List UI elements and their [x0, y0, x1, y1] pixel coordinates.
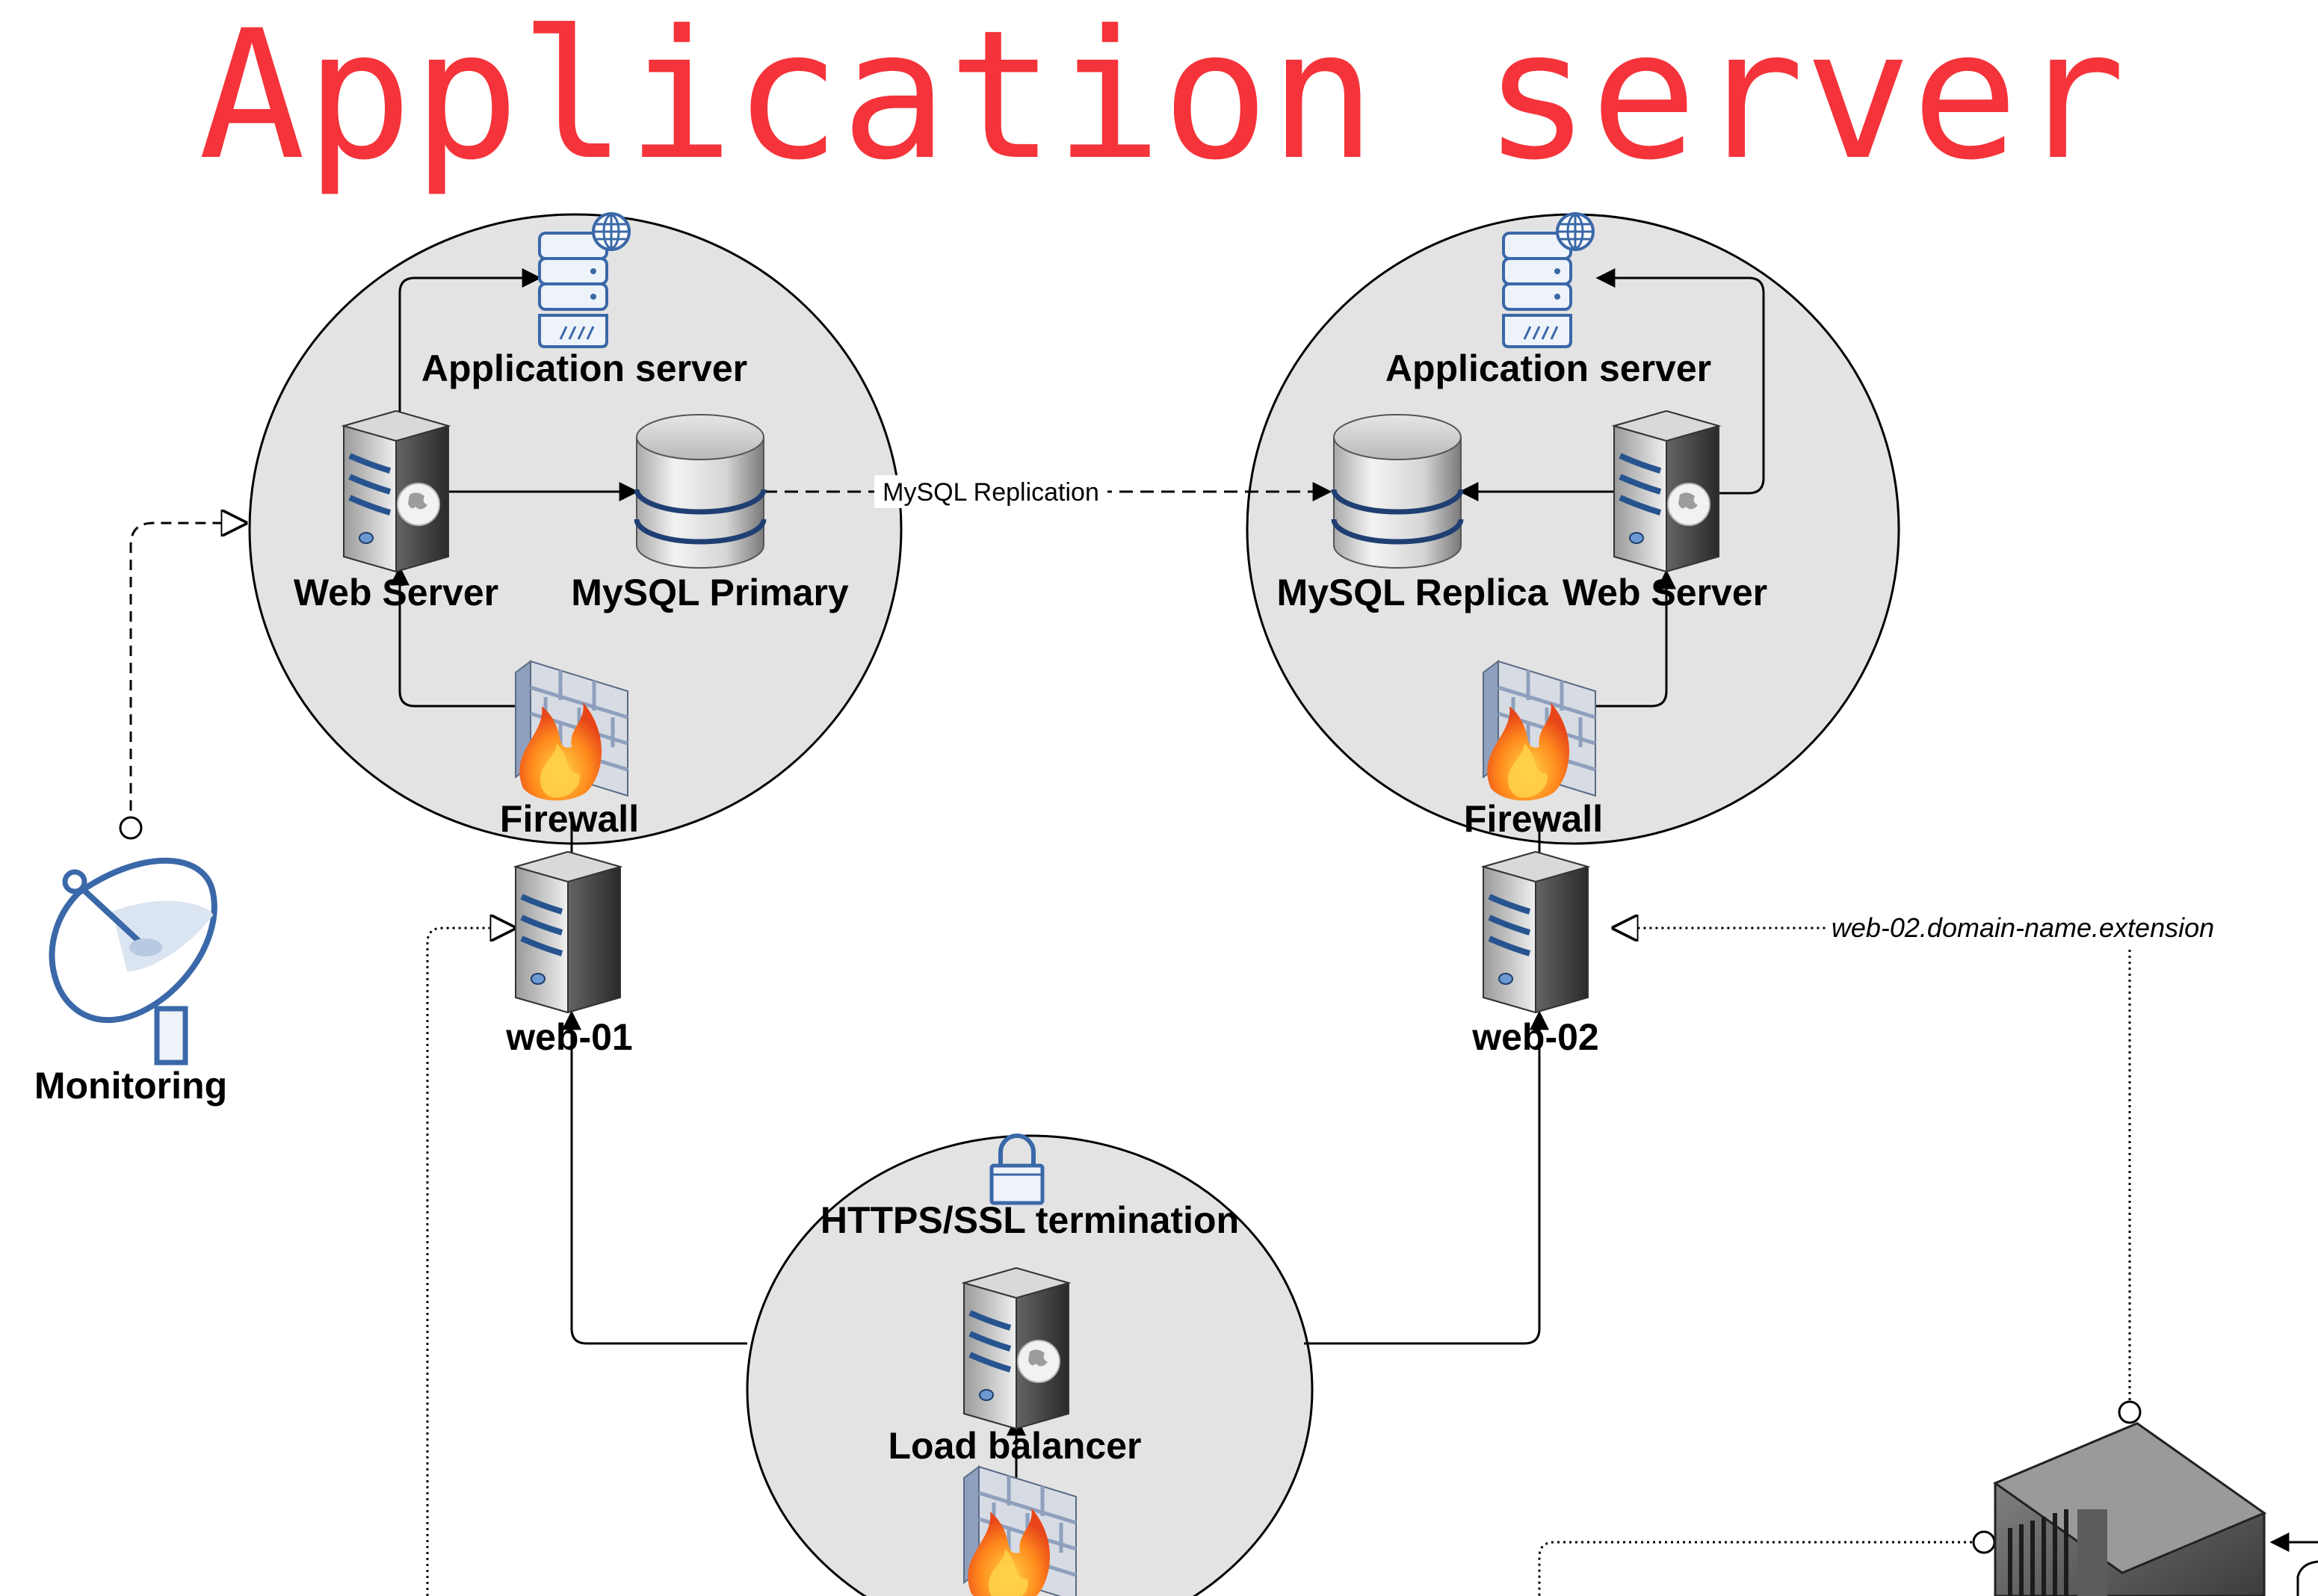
edge-dns-right [2296, 1560, 2318, 1596]
edge-web2-to-app2 [1595, 268, 1765, 495]
edge-firewall2-to-web2 [1584, 569, 1676, 708]
mysql-primary-icon [637, 415, 764, 568]
edge-dns-to-web01 [426, 928, 514, 1596]
edge-lb-to-web02 [1304, 1010, 1549, 1345]
mysql-replica-icon [1334, 415, 1461, 568]
web-server-2-label: Web Server [1563, 572, 1767, 613]
domain-label: web-02.domain-name.extension [1832, 912, 2214, 943]
web-01-icon [516, 852, 620, 1012]
https-ssl-label: HTTPS/SSL termination [820, 1199, 1239, 1241]
replication-label: MySQL Replication [883, 478, 1099, 507]
edge-lb-to-web01 [562, 1010, 747, 1345]
web-02-label: web-02 [1471, 1016, 1599, 1058]
mysql-replica-label: MySQL Replica [1276, 572, 1548, 613]
replication-label-bg [874, 475, 1107, 508]
edge-web1-to-app1 [398, 268, 542, 418]
web-server-2-icon [1614, 411, 1719, 572]
edge-monitoring-to-cluster1 [129, 523, 245, 828]
load-balancer-icon [964, 1268, 1069, 1429]
app-server-1-label: Application server [421, 347, 747, 389]
edge-firewall1-to-web1 [390, 566, 523, 708]
mysql-primary-label: MySQL Primary [571, 572, 849, 613]
web-server-1-icon [344, 411, 448, 572]
dns-port-top [2118, 1400, 2142, 1424]
web-01-label: web-01 [505, 1016, 633, 1058]
firewall-1-label: Firewall [500, 798, 639, 840]
monitoring-label: Monitoring [34, 1065, 227, 1107]
app-server-2-label: Application server [1385, 347, 1711, 389]
edge-dns-to-web02 [1614, 928, 2131, 1412]
domain-label-bg [1827, 910, 2219, 946]
monitoring-port [119, 816, 143, 840]
web-server-1-label: Web Server [294, 572, 498, 613]
edge-dns-bottom [1538, 1541, 1984, 1596]
diagram-title: Application server [198, 0, 2125, 200]
firewall-2-label: Firewall [1464, 798, 1603, 840]
web-02-icon [1483, 852, 1588, 1012]
server-cluster-1 [248, 213, 903, 845]
dns-port-left [1972, 1530, 1996, 1554]
load-balancer-label: Load balancer [888, 1425, 1142, 1467]
satellite-dish-icon [49, 857, 217, 1065]
rack-server-icon [1992, 1422, 2267, 1596]
